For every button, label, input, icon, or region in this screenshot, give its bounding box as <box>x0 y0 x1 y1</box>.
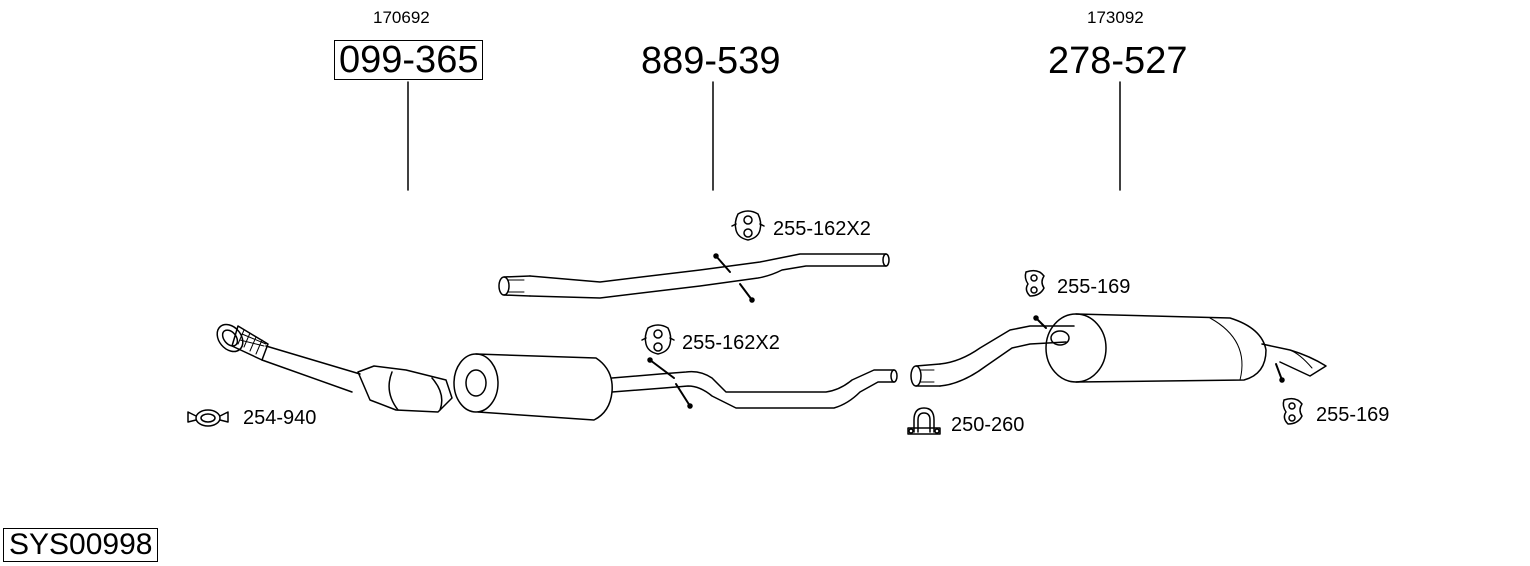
flange-clamp-icon <box>187 409 229 427</box>
middle-pipe-part[interactable] <box>498 253 890 303</box>
accessory-label-hanger-rear-bottom[interactable]: 255-169 <box>1316 404 1390 426</box>
front-section-part[interactable] <box>212 319 898 421</box>
rubber-hanger-icon <box>731 210 765 241</box>
part-number-rear-section[interactable]: 278-527 <box>1048 40 1188 82</box>
rubber-hanger-icon <box>641 324 675 355</box>
accessory-label-hanger-middle[interactable]: 255-162X2 <box>773 218 871 240</box>
rear-section-part[interactable] <box>910 313 1327 387</box>
section-ref-front: 170692 <box>373 8 430 27</box>
accessory-label-hanger-rear-top[interactable]: 255-169 <box>1057 276 1131 298</box>
rubber-hanger-icon <box>1024 269 1045 297</box>
system-id: SYS00998 <box>3 528 159 562</box>
accessory-label-flange-clamp[interactable]: 254-940 <box>243 407 317 429</box>
part-number-front-section[interactable]: 099-365 <box>334 40 484 80</box>
u-bolt-clamp-icon <box>907 407 941 435</box>
accessory-label-u-bolt-clamp[interactable]: 250-260 <box>951 414 1025 436</box>
section-ref-rear: 173092 <box>1087 8 1144 27</box>
part-number-middle-pipe[interactable]: 889-539 <box>641 40 781 82</box>
accessory-label-hanger-front[interactable]: 255-162X2 <box>682 332 780 354</box>
rubber-hanger-icon <box>1282 397 1303 425</box>
